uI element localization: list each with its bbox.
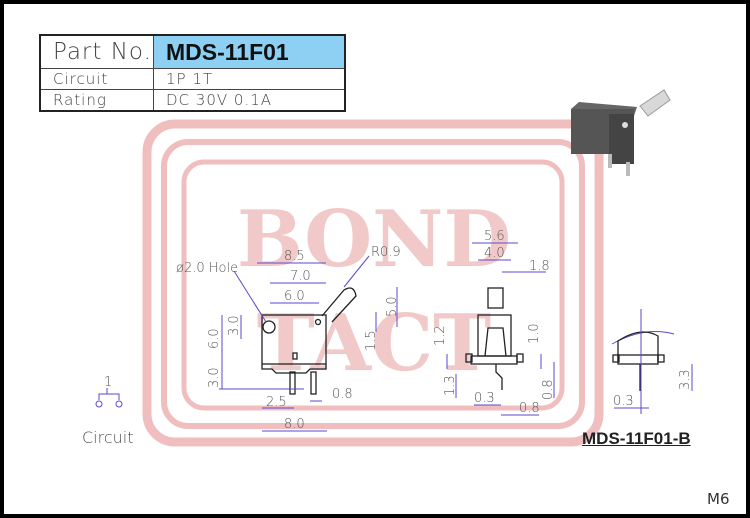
dim-front-0-3: 0.3	[474, 391, 495, 406]
circuit-label: Circuit	[39, 68, 154, 90]
dim-6-0: 6.0	[284, 289, 305, 304]
dim-end-0-3: 0.3	[613, 394, 634, 409]
dim-1-8: 1.8	[529, 259, 550, 274]
dim-1-2: 1.2	[433, 325, 448, 346]
spec-table: Part No. MDS-11F01 Circuit 1P 1T Rating …	[39, 34, 346, 112]
watermark-line2: TACT	[257, 298, 491, 389]
rating-value: DC 30V 0.1A	[153, 89, 346, 112]
dim-height-6-0: 6.0	[207, 328, 222, 349]
dim-front-0-8: 0.8	[519, 401, 540, 416]
product-photo	[571, 89, 671, 176]
dim-8-5: 8.5	[284, 249, 305, 264]
model-label: MDS-11F01-B	[582, 429, 691, 448]
circuit-symbol: 1	[95, 375, 123, 408]
dim-4-0: 4.0	[484, 246, 505, 261]
dim-8-0: 8.0	[284, 417, 305, 432]
part-no-label: Part No.	[39, 34, 154, 69]
dim-3-3: 3.3	[678, 369, 693, 390]
circuit-pole-label: 1	[104, 375, 112, 390]
dim-pin-0-8: 0.8	[332, 387, 353, 402]
front-view-drawing: 5.6 4.0 1.8 1.2 1.0 1.3 0.3 0.8 0.8	[433, 229, 556, 416]
dim-front-height-0-8: 0.8	[541, 379, 556, 400]
dim-5-6: 5.6	[484, 229, 505, 244]
dim-7-0: 7.0	[290, 269, 311, 284]
watermark-line1: BOND	[237, 194, 511, 285]
dim-1-3: 1.3	[443, 375, 458, 396]
part-no-value: MDS-11F01	[153, 34, 346, 69]
dim-2-5: 2.5	[266, 395, 287, 410]
drawing-canvas: BOND TACT	[95, 89, 693, 447]
end-view-drawing: 3.3 0.3	[611, 309, 693, 414]
dim-1-5: 1.5	[364, 330, 379, 351]
page-code: M6	[707, 490, 730, 508]
circuit-caption: Circuit	[82, 428, 134, 447]
dim-5-0: 5.0	[385, 296, 400, 317]
side-view-drawing: ø2.0 Hole R0.9 8.5 7.0 6.0 8.0 2.5 0.8 6…	[176, 245, 401, 432]
rating-label: Rating	[39, 89, 154, 112]
dim-3-0-upper: 3.0	[227, 315, 242, 336]
watermark: BOND TACT	[142, 119, 604, 447]
dim-radius: R0.9	[371, 245, 401, 260]
dim-3-0-lower: 3.0	[207, 367, 222, 388]
dim-hole: ø2.0 Hole	[176, 261, 238, 276]
dim-1-0: 1.0	[527, 323, 542, 344]
circuit-value: 1P 1T	[153, 68, 346, 90]
